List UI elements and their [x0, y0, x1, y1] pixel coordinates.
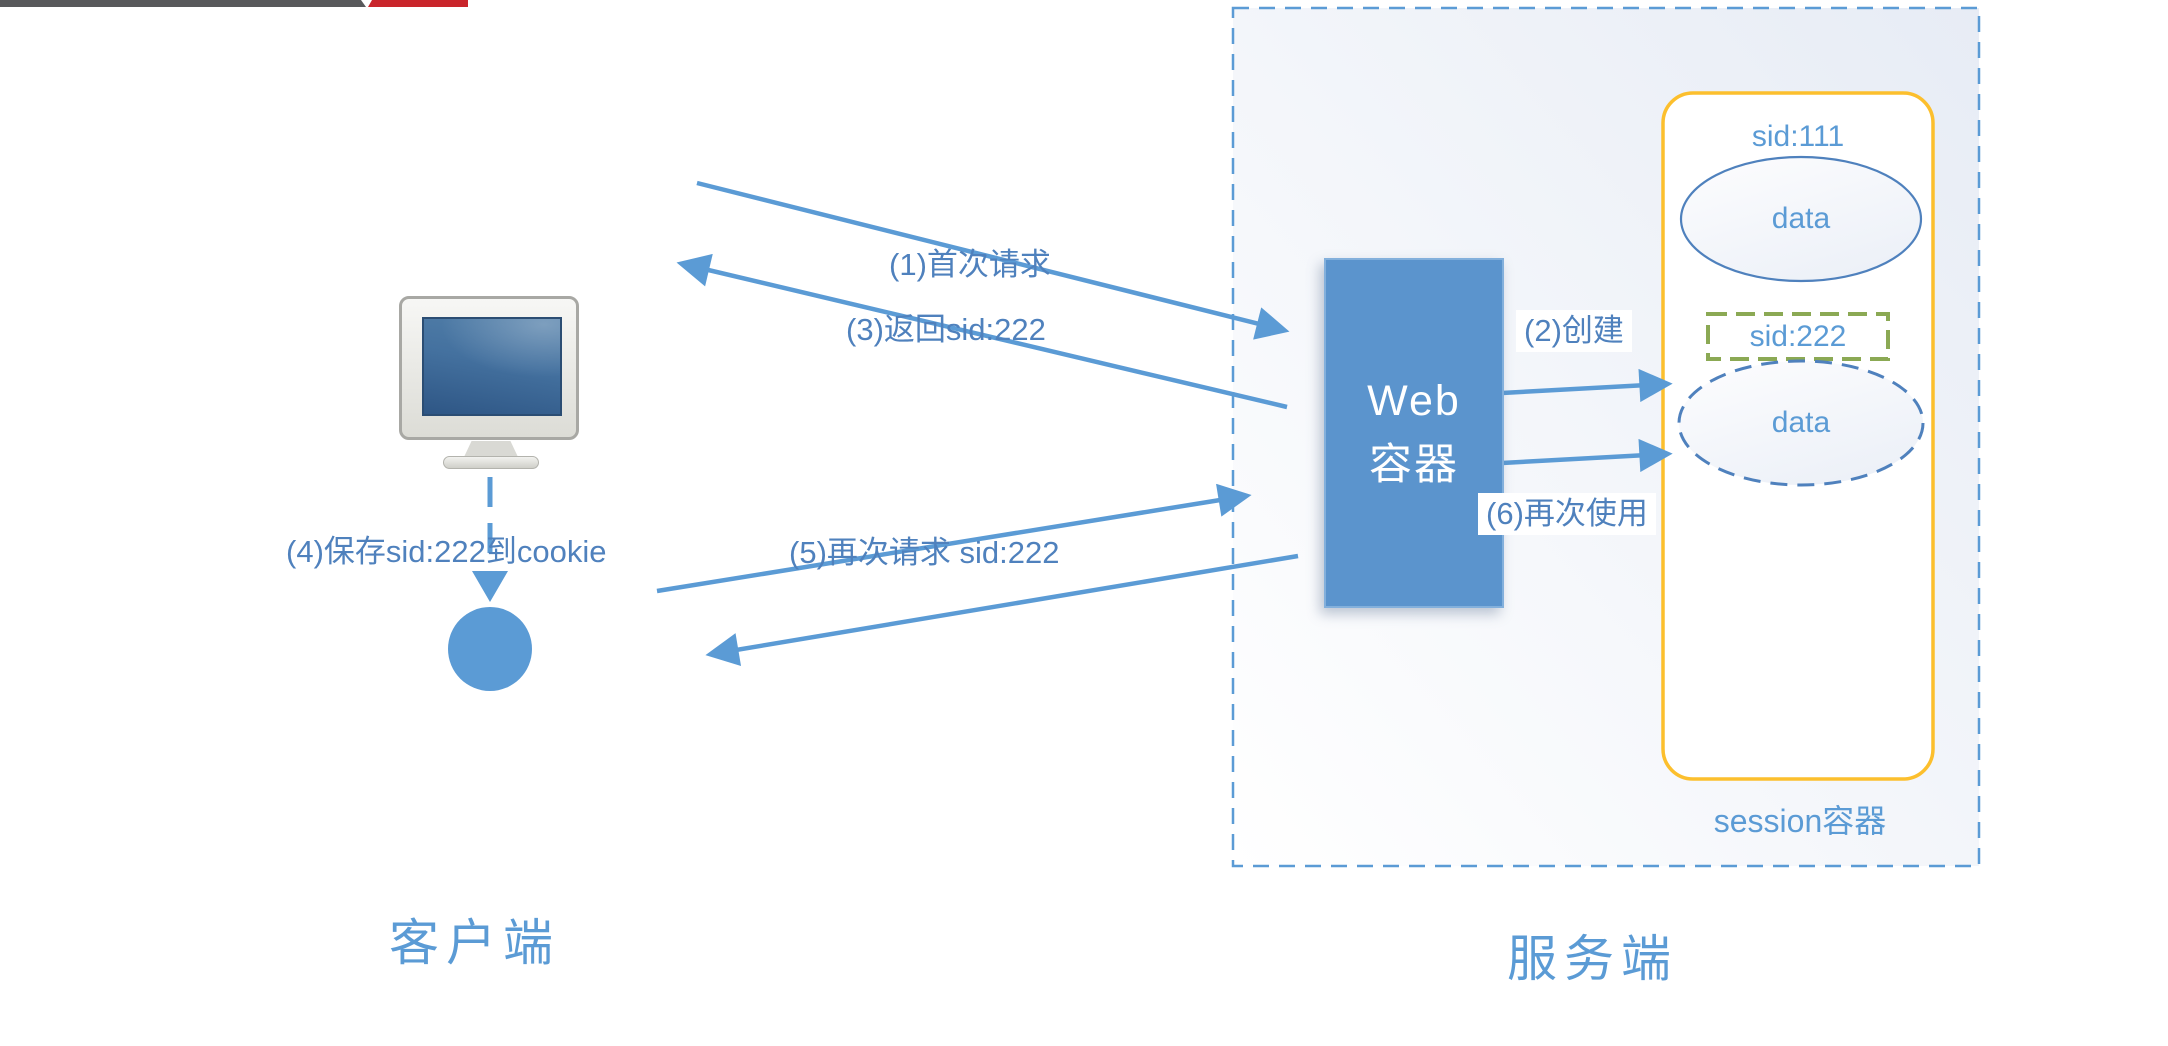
- flow-label-3-return-sid: (3)返回sid:222: [846, 312, 1046, 347]
- topbar-red-segment: [368, 0, 468, 7]
- data-text-sid222: data: [1771, 406, 1831, 439]
- sid222-dashed-box: [1706, 312, 1890, 361]
- cookie-connector-arrowhead: [472, 571, 508, 602]
- web-container-label-line2: 容器: [1369, 441, 1459, 489]
- web-container-box: Web 容器: [1324, 258, 1504, 608]
- topbar-gray-segment: [0, 0, 366, 7]
- arrow-reuse-session: [1501, 438, 1673, 473]
- flow-label-4-save-cookie: (4)保存sid:222到cookie: [286, 534, 607, 569]
- sid222-text: sid:222: [1749, 320, 1847, 353]
- flow-label-1-first-request: (1)首次请求: [889, 247, 1051, 282]
- arrow-return-sid: [676, 253, 1288, 410]
- monitor-screen-icon: [422, 317, 562, 416]
- arrow-first-request: [696, 180, 1290, 340]
- monitor-stand-icon: [464, 441, 518, 457]
- arrow-second-request: [656, 483, 1252, 594]
- cookie-circle: [448, 607, 532, 691]
- arrow-create-session: [1501, 368, 1673, 403]
- server-label: 服务端: [1507, 931, 1678, 987]
- data-ellipse-sid222: [1677, 359, 1925, 487]
- data-text-sid111: data: [1771, 202, 1831, 235]
- arrow-second-response: [705, 553, 1299, 667]
- flow-label-5-second-request: (5)再次请求 sid:222: [789, 535, 1060, 570]
- session-container-label: session容器: [1713, 803, 1887, 839]
- flow-label-6-reuse: (6)再次使用: [1478, 493, 1656, 535]
- data-ellipse-sid111: [1679, 155, 1923, 283]
- flow-label-2-create: (2)创建: [1516, 310, 1632, 352]
- monitor-base-icon: [443, 456, 539, 469]
- sid111-text: sid:111: [1751, 120, 1845, 153]
- web-container-label-line1: Web: [1367, 377, 1461, 425]
- client-label: 客户端: [389, 915, 560, 971]
